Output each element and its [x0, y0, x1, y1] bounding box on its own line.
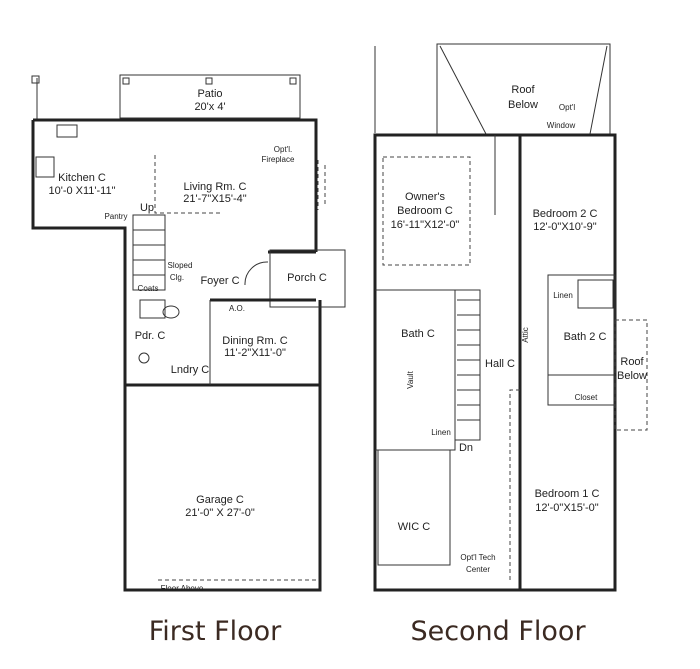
roof-below-right-label-1: Roof — [620, 356, 644, 368]
second-floor-plan: Roof Below Opt'l Window Owner's Bedroom … — [373, 43, 648, 592]
powder-room-label: Pdr. C — [135, 330, 166, 342]
sloped-label-1: Sloped — [168, 261, 193, 270]
window-label-2: Window — [547, 121, 576, 130]
patio-outline — [119, 74, 301, 119]
dining-room-size: 11'-2"X11'-0" — [224, 347, 286, 359]
floor-above-label: Floor Above — [161, 584, 204, 593]
fireplace-label-2: Fireplace — [262, 155, 295, 164]
porch-outline — [269, 249, 346, 308]
second-floor-caption: Second Floor — [410, 616, 586, 647]
living-room-size: 21'-7"X15'-4" — [183, 193, 246, 205]
pantry-label: Pantry — [104, 212, 127, 221]
second-floor-exterior — [373, 133, 617, 592]
window-label-1: Opt'l — [559, 103, 575, 112]
tech-center-label-1: Opt'l Tech — [460, 553, 495, 562]
foyer-label: Foyer C — [200, 275, 239, 287]
exterior-wall — [33, 118, 318, 252]
attic-label: Attic — [521, 327, 530, 343]
roof-below-top-label-1: Roof — [511, 84, 535, 96]
roof-below-right — [614, 319, 648, 431]
coats-label: Coats — [138, 284, 159, 293]
owners-bedroom-size: 16'-11"X12'-0" — [391, 219, 460, 231]
bedroom-1-size: 12'-0"X15'-0" — [535, 502, 598, 514]
first-floor-plan: Patio 20'x 4' Kitchen C 10'-0 X11'-11" L… — [31, 74, 346, 593]
stairs-down-label: Dn — [459, 442, 473, 454]
bath-label: Bath C — [401, 328, 435, 340]
ao-label: A.O. — [229, 304, 245, 313]
fireplace-label-1: Opt'l. — [274, 145, 292, 154]
closet-label: Closet — [575, 393, 598, 402]
roof-below-top-label-2: Below — [508, 99, 538, 111]
linen-label: Linen — [431, 428, 451, 437]
owners-bedroom-label-1: Owner's — [405, 191, 445, 203]
first-floor-caption: First Floor — [149, 616, 282, 647]
bath-2-label: Bath 2 C — [564, 331, 607, 343]
linen-2-label: Linen — [553, 291, 573, 300]
dining-room-label: Dining Rm. C — [222, 335, 287, 347]
kitchen-label: Kitchen C — [58, 172, 106, 184]
roof-below-right-label-2: Below — [617, 370, 647, 382]
living-room-label: Living Rm. C — [184, 181, 247, 193]
owners-bedroom-label-2: Bedroom C — [397, 205, 453, 217]
patio-label: Patio — [197, 88, 222, 100]
sloped-label-2: Clg. — [170, 273, 184, 282]
tech-center-label-2: Center — [466, 565, 490, 574]
garage-size: 21'-0" X 27'-0" — [185, 507, 255, 519]
stairs — [132, 214, 166, 291]
bedroom-2-label: Bedroom 2 C — [533, 208, 598, 220]
wic-label: WIC C — [398, 521, 430, 533]
kitchen-size: 10'-0 X11'-11" — [48, 185, 115, 197]
porch-label: Porch C — [287, 272, 327, 284]
bedroom-2-size: 12'-0"X10'-9" — [533, 221, 596, 233]
garage-label: Garage C — [196, 494, 244, 506]
laundry-label: Lndry C — [171, 364, 210, 376]
stairs-up-label: Up — [140, 202, 154, 214]
bedroom-1-label: Bedroom 1 C — [535, 488, 600, 500]
hall-label: Hall C — [485, 358, 515, 370]
vault-label: Vault — [406, 370, 415, 388]
patio-size: 20'x 4' — [194, 101, 225, 113]
